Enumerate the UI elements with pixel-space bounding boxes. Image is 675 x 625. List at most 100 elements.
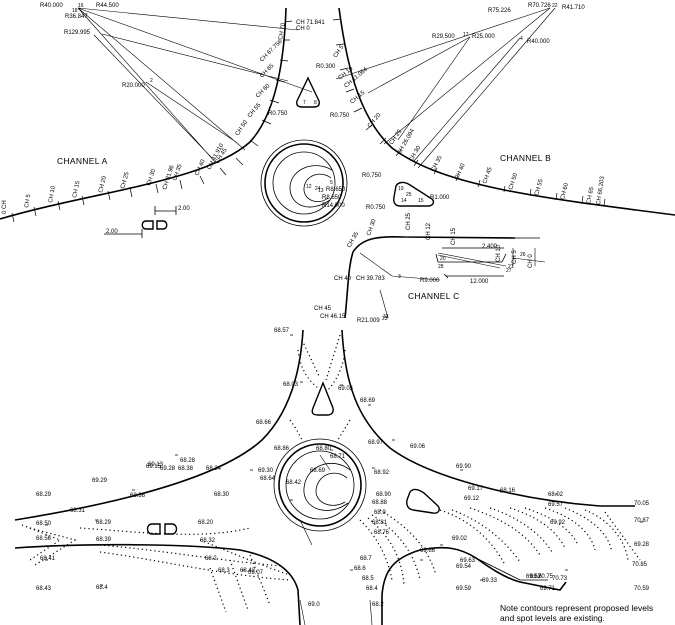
spot-level: 69.13 xyxy=(148,462,164,468)
spot-level: 69.07 xyxy=(248,570,264,576)
bottom-roundabout-ring-outer xyxy=(273,438,367,532)
spot-level: 68.66 xyxy=(256,420,272,426)
spot-level: 68.6 xyxy=(354,566,366,572)
spot-level: 68.38 xyxy=(178,466,194,472)
spot-level: 69.30 xyxy=(258,468,274,474)
channel-a-chainage: CH 5 xyxy=(24,193,32,208)
channel-b-chainage: CH 5 xyxy=(333,44,346,59)
bottom-roundabout-ring-middle xyxy=(278,443,362,527)
channel-b-chainage: CH 66.203 xyxy=(596,175,606,205)
spot-level: 68.2 xyxy=(205,556,217,562)
channel-b-chainage: CH 40 xyxy=(454,162,467,181)
spot-level: 68.69 xyxy=(310,468,326,474)
radius-label: R70.726 xyxy=(528,3,551,9)
note-line-2: and spot levels are existing. xyxy=(500,613,605,623)
spot-level: 68.80 xyxy=(316,446,332,452)
spot-level: 70.85 xyxy=(632,562,648,568)
node-label: 14 xyxy=(401,198,407,204)
spot-level: 68.42 xyxy=(240,568,256,574)
radius-label: R0.300 xyxy=(316,64,336,70)
node-label: 7 xyxy=(303,100,306,106)
bottom-right-lower-edge-return xyxy=(475,557,548,581)
spot-level: 69.71 xyxy=(540,586,556,592)
channel-c-chainage: CH 10 xyxy=(496,244,502,262)
channel-a-chainage: CH 55 xyxy=(247,102,263,119)
bottom-left-drop-island-1 xyxy=(146,523,161,535)
node-label: 25 xyxy=(406,192,412,198)
spot-level: 69.6 xyxy=(530,574,542,580)
spot-level: 69.02 xyxy=(452,536,468,542)
channel-c-chainage: CH 40 xyxy=(334,276,352,282)
spot-level: 69.59 xyxy=(456,586,472,592)
spot-level: 68.81 xyxy=(372,520,388,526)
spot-level: 68.5 xyxy=(362,576,374,582)
spot-level: 68.28 xyxy=(180,458,196,464)
node-label: 21 xyxy=(508,264,514,270)
channel-c-chainage: CH 12 xyxy=(426,222,432,240)
note-line-1: Note contours represent proposed levels xyxy=(500,603,654,613)
channel-c-chainage: CH 5 xyxy=(512,250,518,264)
note-text: Note contours represent proposed levels … xyxy=(500,603,675,623)
spot-level-markers xyxy=(45,334,643,586)
spot-level: 69.17 xyxy=(468,486,484,492)
channel-a-chainage: 0 CH xyxy=(2,200,8,214)
spot-level: 68.41 xyxy=(40,556,56,562)
spot-level: 68.76 xyxy=(374,530,390,536)
radius-label: R40.000 xyxy=(527,39,550,45)
channel-c-radius-leaders xyxy=(359,252,441,319)
node-label: 24 xyxy=(315,186,321,192)
spot-level: 68.29 xyxy=(96,520,112,526)
radius-label: R29.500 xyxy=(432,34,455,40)
channel-label: CHANNEL B xyxy=(500,153,551,163)
dimension-label: 12.000 xyxy=(470,279,489,285)
dimension-label: 2.400 xyxy=(482,244,498,250)
bottom-left-edge xyxy=(14,329,304,521)
channel-label: CHANNEL A xyxy=(57,156,108,166)
spot-level: 69.54 xyxy=(456,564,472,570)
channel-b-ticks xyxy=(332,18,606,207)
radius-label: R9.000 xyxy=(420,278,440,284)
spot-level: 68.9 xyxy=(374,510,386,516)
roundabout-inner-arcs xyxy=(289,165,333,208)
node-label: 19 xyxy=(398,186,404,192)
channel-b-chainage: CH 0 xyxy=(296,26,310,32)
spot-level: 69.12 xyxy=(464,496,480,502)
radius-label: R20.000 xyxy=(122,83,145,89)
spot-level: 69.52 xyxy=(526,574,542,580)
dimension-label: 2.00 xyxy=(106,229,118,235)
spot-level: 69.92 xyxy=(550,520,566,526)
channel-c-lines xyxy=(437,248,546,269)
radius-label: R40.000 xyxy=(40,3,63,9)
node-label: 5 xyxy=(330,180,333,186)
spot-level: 69.33 xyxy=(482,578,498,584)
node-label: 18 xyxy=(72,8,78,14)
spot-level: 68.30 xyxy=(214,492,230,498)
bottom-left-lower-edge xyxy=(14,543,301,625)
channel-a-ticks xyxy=(11,20,293,223)
node-label: 27 xyxy=(506,268,512,274)
left-drop-island-2 xyxy=(156,220,168,230)
channel-a-chainage: CH 71.841 xyxy=(296,20,325,26)
spot-level: 69.28 xyxy=(160,466,176,472)
channel-c-chainage: CH 46.15 xyxy=(320,314,346,320)
radius-label: R0.750 xyxy=(268,111,288,117)
radius-label: R8.650 xyxy=(322,195,342,201)
channel-a-chainage: CH 70 xyxy=(278,22,287,40)
channel-a-radius-leaders xyxy=(77,7,313,164)
node-label: 26 xyxy=(520,252,526,258)
roundabout-ring-outer xyxy=(260,139,348,227)
channel-b-chainage: CH 35 xyxy=(430,155,444,173)
top-plan xyxy=(0,7,675,319)
radius-label: R129.995 xyxy=(64,30,91,36)
radius-label: R36.847 xyxy=(65,14,88,20)
radius-label: R41.710 xyxy=(562,5,585,11)
channel-c-chainage: CH 15 xyxy=(451,227,457,245)
bottom-plan xyxy=(14,329,643,625)
channel-label: CHANNEL C xyxy=(408,291,460,301)
top-splitter-island xyxy=(296,76,320,108)
spot-level: 69.05 xyxy=(338,386,354,392)
node-label: 3 xyxy=(398,274,401,280)
radius-label: R44.500 xyxy=(96,3,119,9)
contour-lines xyxy=(21,334,641,613)
